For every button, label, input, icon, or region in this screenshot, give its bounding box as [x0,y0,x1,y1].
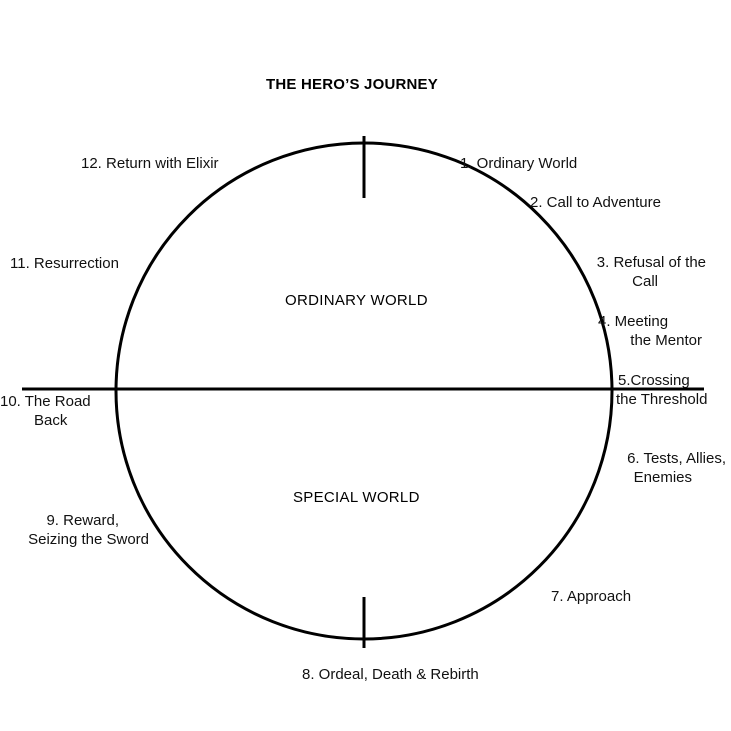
stage-5-label: 5.Crossing the Threshold [616,371,707,409]
stage-3-line1: 3. Refusal of the [596,254,706,271]
stage-8-label: 8. Ordeal, Death & Rebirth [302,666,479,683]
stage-3-label: 3. Refusal of the Call [582,253,706,291]
stage-6-line2: Enemies [633,469,692,486]
stage-9-label: 9. Reward, Seizing the Sword [9,511,149,549]
stage-4-line2: the Mentor [630,332,702,349]
stage-10-line2: Back [34,412,68,429]
stage-5-line2: the Threshold [616,391,708,408]
stage-4-label: 4. Meeting the Mentor [598,312,702,350]
stage-12-label: 12. Return with Elixir [81,155,219,172]
stage-1-label: 1. Ordinary World [460,155,578,172]
stage-4-line1: 4. Meeting [598,313,669,330]
stage-10-label: 10. The Road Back [0,392,102,430]
stage-7-label: 7. Approach [551,588,632,605]
region-special-world: SPECIAL WORLD [293,489,420,506]
journey-circle [114,141,614,641]
stage-11-label: 11. Resurrection [10,255,119,272]
stage-6-label: 6. Tests, Allies, Enemies [609,449,726,487]
stage-9-line2: Seizing the Sword [28,531,149,548]
stage-9-line1: 9. Reward, [46,512,119,529]
stage-5-line1: 5.Crossing [618,372,690,389]
stage-2-label: 2. Call to Adventure [530,194,661,211]
stage-3-line2: Call [632,273,658,290]
stage-6-line1: 6. Tests, Allies, [627,450,726,467]
stage-10-line1: 10. The Road [0,393,91,410]
diagram-title: THE HERO’S JOURNEY [266,76,438,93]
region-ordinary-world: ORDINARY WORLD [285,292,428,309]
